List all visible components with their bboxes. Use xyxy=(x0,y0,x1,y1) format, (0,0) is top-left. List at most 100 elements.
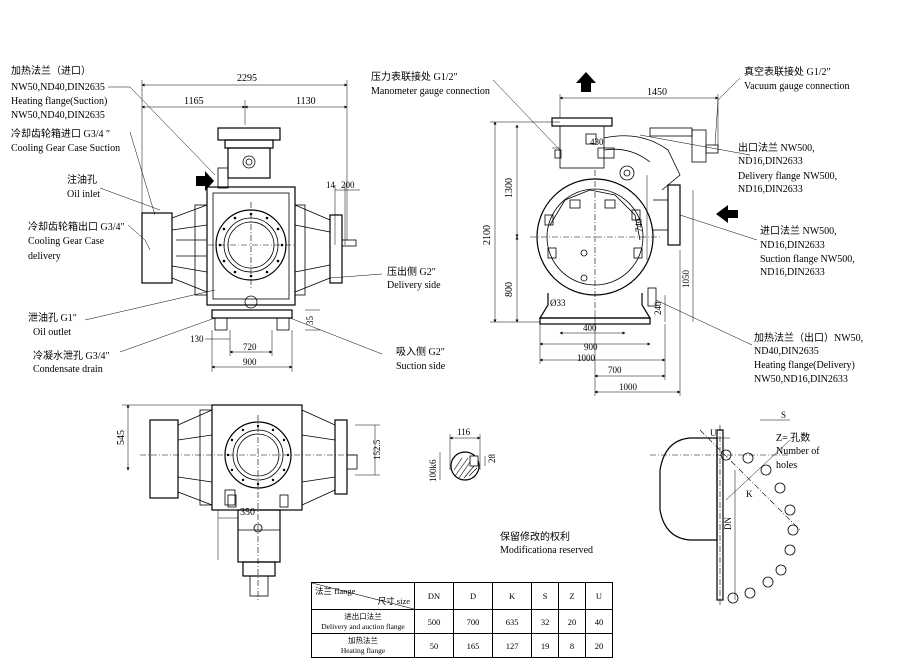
row-label-en: Heating flange xyxy=(340,645,386,655)
col-header: D xyxy=(453,582,494,610)
heating-in-spec2: NW50,ND40,DIN2635 xyxy=(11,110,105,121)
dim-900: 900 xyxy=(243,357,257,367)
table-cell: 8 xyxy=(558,633,586,658)
dim-400: 400 xyxy=(583,323,597,333)
cond-cn: 冷凝水泄孔 G3/4″ xyxy=(33,349,110,362)
dim-1130: 1130 xyxy=(296,96,316,107)
mano-en: Manometer gauge connection xyxy=(371,86,490,97)
col-header: K xyxy=(492,582,533,610)
col-header: DN xyxy=(413,582,455,610)
col-header: Z xyxy=(558,582,586,610)
dim-1000-a: 1000 xyxy=(577,353,596,363)
table-cell: 50 xyxy=(413,633,455,658)
heating-in-spec: NW50,ND40,DIN2635 xyxy=(11,82,105,93)
flange-s: S xyxy=(781,410,786,420)
front-view: 2295 1165 1130 14 200 xyxy=(84,73,383,372)
inlet-spec: ND16,DIN2633 xyxy=(760,240,825,251)
heating-in-cn: 加热法兰（进口） xyxy=(11,64,91,77)
dim-900-side: 900 xyxy=(584,342,598,352)
front-callouts: 加热法兰（进口） NW50,ND40,DIN2635 Heating flang… xyxy=(11,64,446,375)
corner-top-label: 法兰 flange xyxy=(315,586,356,596)
inlet-spec2: ND16,DIN2633 xyxy=(760,267,825,278)
dim-14: 14 xyxy=(326,180,336,190)
dim-545: 545 xyxy=(116,430,127,445)
dim-1000-b: 1000 xyxy=(619,382,638,392)
side-callouts: 压力表联接处 G1/2″ Manometer gauge connection … xyxy=(371,65,863,385)
flange-dn: DN xyxy=(723,517,733,530)
outlet-spec: ND16,DIN2633 xyxy=(738,156,803,167)
dim-1300: 1300 xyxy=(504,178,515,198)
dim-100k6: 100k6 xyxy=(428,459,438,482)
outlet-en: Delivery flange NW500, xyxy=(738,171,837,182)
row-label-cn: 加热法兰 xyxy=(348,635,378,645)
top-view: 545 152.5 xyxy=(116,404,382,600)
oil-outlet-cn: 泄油孔 G1″ xyxy=(28,311,77,324)
heating-in-en: Heating flange(Suction) xyxy=(11,96,107,107)
flange-u: U xyxy=(710,428,717,438)
col-header: S xyxy=(531,582,560,610)
col-header: U xyxy=(585,582,613,610)
table-cell: 40 xyxy=(585,609,613,634)
vac-en: Vacuum gauge connection xyxy=(744,81,850,92)
cool-out-cn: 冷却齿轮箱出口 G3/4″ xyxy=(28,220,125,233)
dim-200: 200 xyxy=(341,180,355,190)
note-en: Modificationa reserved xyxy=(500,545,593,556)
inlet-en: Suction flange NW500, xyxy=(760,254,855,265)
heat-out-cn: 加热法兰（出口）NW50, xyxy=(754,331,863,344)
suction-en: Suction side xyxy=(396,361,446,372)
dim-720: 720 xyxy=(243,342,257,352)
table-cell: 20 xyxy=(558,609,586,634)
flange-z-cn: Z= 孔数 xyxy=(776,431,810,444)
dim-2100: 2100 xyxy=(482,225,493,245)
table-cell: 700 xyxy=(453,609,494,634)
dim-800: 800 xyxy=(504,282,515,297)
corner-diagonal xyxy=(312,583,414,609)
dim-35: 35 xyxy=(305,316,315,326)
dim-1165: 1165 xyxy=(184,96,204,107)
dim-overall: 2295 xyxy=(237,73,257,84)
dim-152-5: 152.5 xyxy=(372,439,382,460)
shaft-detail: 116 100k6 28 xyxy=(428,427,497,482)
dim-240: 240 xyxy=(653,301,663,315)
heat-out-spec: ND40,DIN2635 xyxy=(754,346,819,357)
row-label-en: Delivery and auction flange xyxy=(321,621,405,631)
mano-cn: 压力表联接处 G1/2″ xyxy=(371,70,458,83)
dim-1450: 1450 xyxy=(647,87,667,98)
row-label-cn: 进出口法兰 xyxy=(344,611,382,621)
side-view: 1450 430 xyxy=(482,72,758,396)
heat-out-spec2: NW50,ND16,DIN2633 xyxy=(754,374,848,385)
dim-350: 350 xyxy=(240,507,255,518)
dim-1050: 1050 xyxy=(681,270,691,289)
flange-z-en2: holes xyxy=(776,460,797,471)
dim-phi33: Ø33 xyxy=(550,298,566,308)
cool-out-en2: delivery xyxy=(28,251,61,262)
delivery-cn: 压出侧 G2″ xyxy=(387,265,436,278)
table-corner-cell: 法兰 flange 尺寸 size xyxy=(311,582,415,610)
table-cell: 32 xyxy=(531,609,560,634)
flange-detail: U DN K S Z= 孔数 Number of holes xyxy=(650,410,820,605)
flange-z-en1: Number of xyxy=(776,446,820,457)
outlet-spec2: ND16,DIN2633 xyxy=(738,184,803,195)
row-label: 加热法兰 Heating flange xyxy=(311,633,415,658)
table-cell: 127 xyxy=(492,633,533,658)
oil-outlet-en: Oil outlet xyxy=(33,327,71,338)
table-row: 加热法兰 Heating flange 50 165 127 19 8 20 xyxy=(311,633,613,658)
dim-130: 130 xyxy=(190,334,204,344)
outlet-cn: 出口法兰 NW500, xyxy=(738,141,815,154)
heat-out-en: Heating flange(Delivery) xyxy=(754,360,855,371)
dim-28: 28 xyxy=(487,454,497,464)
table-cell: 165 xyxy=(453,633,494,658)
vac-cn: 真空表联接处 G1/2″ xyxy=(744,65,831,78)
note-cn: 保留修改的权利 xyxy=(500,530,570,543)
table-cell: 635 xyxy=(492,609,533,634)
dim-740: 740 xyxy=(634,218,644,232)
flange-k: K xyxy=(746,489,753,499)
table-row: 进出口法兰 Delivery and auction flange 500 70… xyxy=(311,609,613,634)
cool-out-en1: Cooling Gear Case xyxy=(28,236,105,247)
suction-cn: 吸入侧 G2″ xyxy=(396,345,445,358)
dim-430: 430 xyxy=(590,137,604,147)
cool-in-cn: 冷却齿轮箱进口 G3/4 ″ xyxy=(11,127,110,140)
oil-inlet-en: Oil inlet xyxy=(67,189,100,200)
